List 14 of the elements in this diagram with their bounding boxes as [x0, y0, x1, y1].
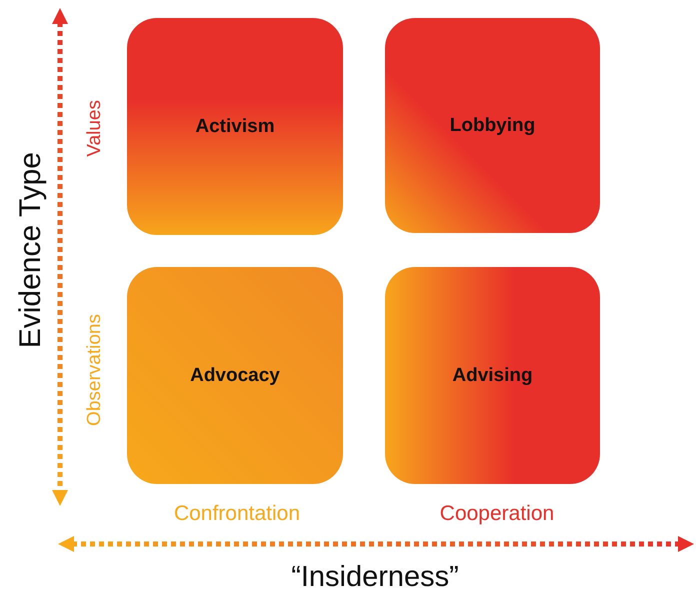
quadrant-label: Advocacy [190, 364, 280, 386]
axis-label: Observations [84, 314, 106, 426]
quadrant-box [127, 18, 343, 235]
axis-title: “Insiderness” [291, 562, 459, 594]
quadrant-box [127, 267, 343, 484]
quadrant-box [385, 18, 600, 233]
quadrant-box [385, 267, 600, 484]
quadrant-label: Advising [452, 364, 533, 386]
axis-label: Confrontation [174, 502, 300, 526]
axis-label: Cooperation [440, 502, 554, 526]
quadrant-label: Lobbying [450, 114, 536, 136]
quadrant-label: Activism [195, 116, 275, 138]
axis-title: Evidence Type [14, 152, 46, 348]
axis-label: Values [84, 100, 106, 156]
